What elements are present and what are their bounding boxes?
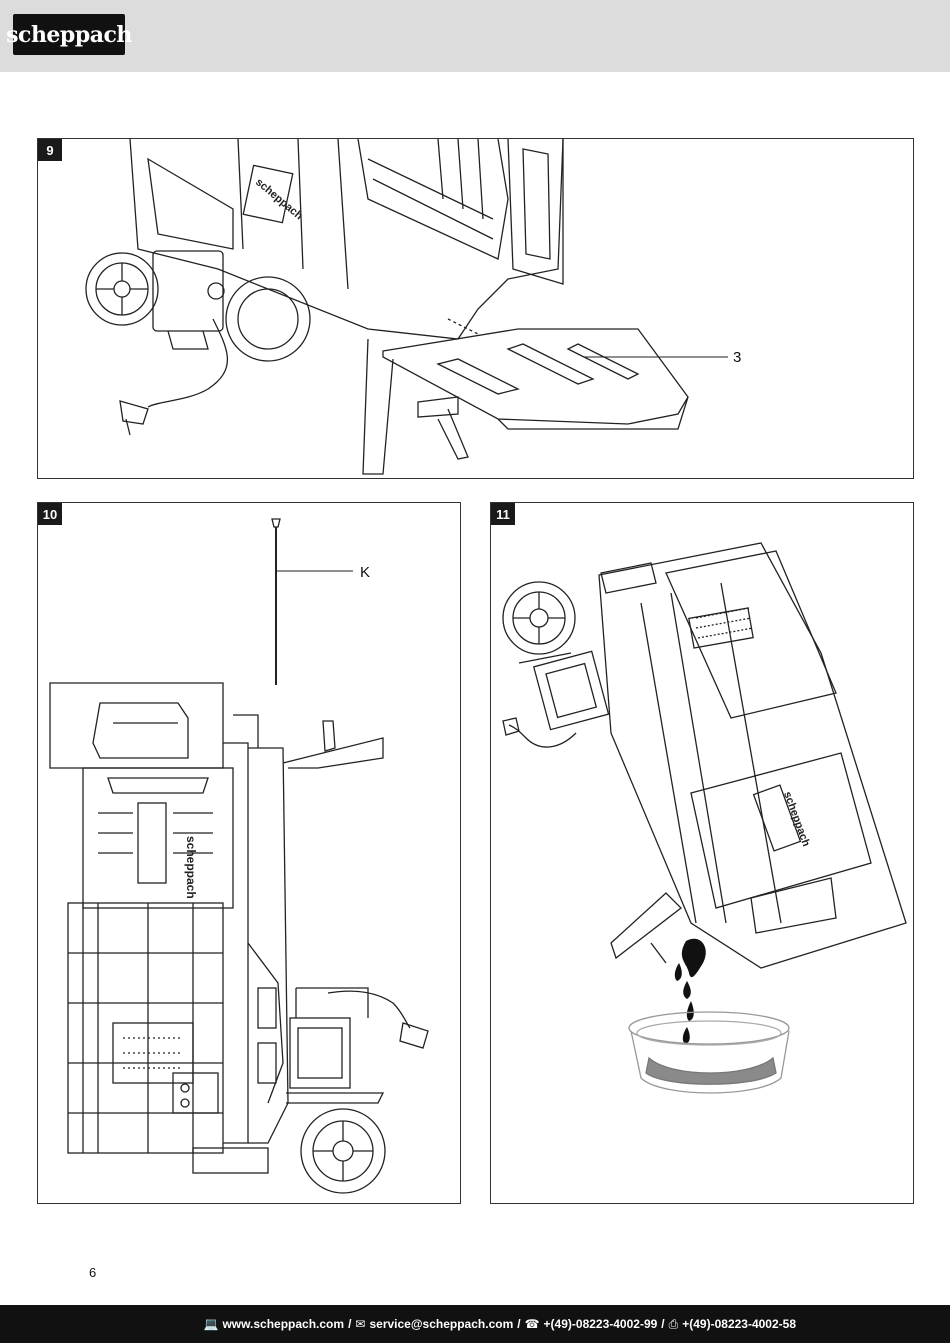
svg-text:scheppach: scheppach: [184, 836, 198, 899]
computer-icon: 💻: [203, 1317, 219, 1331]
svg-text:scheppach: scheppach: [253, 176, 305, 222]
svg-text:scheppach: scheppach: [781, 790, 812, 848]
footer-email[interactable]: service@scheppach.com: [369, 1317, 514, 1331]
oil-drain-illustration: scheppach: [502, 542, 907, 1094]
callout-k: K: [360, 564, 371, 581]
footer-fax: +(49)-08223-4002-58: [682, 1317, 796, 1331]
page-number: 6: [89, 1265, 97, 1280]
footer-separator: /: [348, 1317, 352, 1331]
figure-number: 9: [38, 139, 62, 161]
phone-icon: ☎: [524, 1317, 540, 1331]
brand-logo: scheppach: [6, 14, 132, 55]
figure-number: 10: [38, 503, 62, 525]
header-bar: scheppach: [0, 0, 950, 72]
figure-number: 11: [491, 503, 515, 525]
figure-10: scheppach 10 K: [37, 502, 461, 1204]
log-splitter-top-view-illustration: scheppach: [49, 518, 429, 1194]
callout-3: 3: [733, 349, 742, 366]
figure-9: scheppach 9 3: [37, 138, 914, 479]
footer-contact-bar: 💻 www.scheppach.com / ✉ service@scheppac…: [0, 1305, 950, 1343]
footer-phone: +(49)-08223-4002-99: [543, 1317, 658, 1331]
fax-icon: ⎙: [668, 1316, 679, 1331]
mail-icon: ✉: [355, 1317, 366, 1331]
footer-separator: /: [661, 1317, 665, 1331]
figure-11: scheppach 11: [490, 502, 914, 1204]
footer-separator: /: [517, 1317, 521, 1331]
footer-website[interactable]: www.scheppach.com: [222, 1317, 345, 1331]
log-splitter-table-illustration: scheppach: [85, 139, 728, 475]
